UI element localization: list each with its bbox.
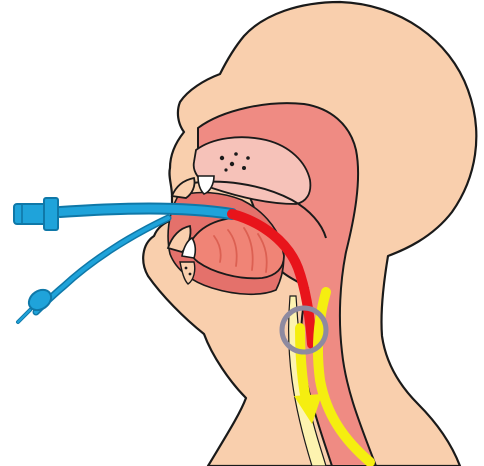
tube-connector xyxy=(14,198,58,230)
airway-arrow-shaft xyxy=(300,328,306,400)
pilot-balloon xyxy=(18,286,55,322)
